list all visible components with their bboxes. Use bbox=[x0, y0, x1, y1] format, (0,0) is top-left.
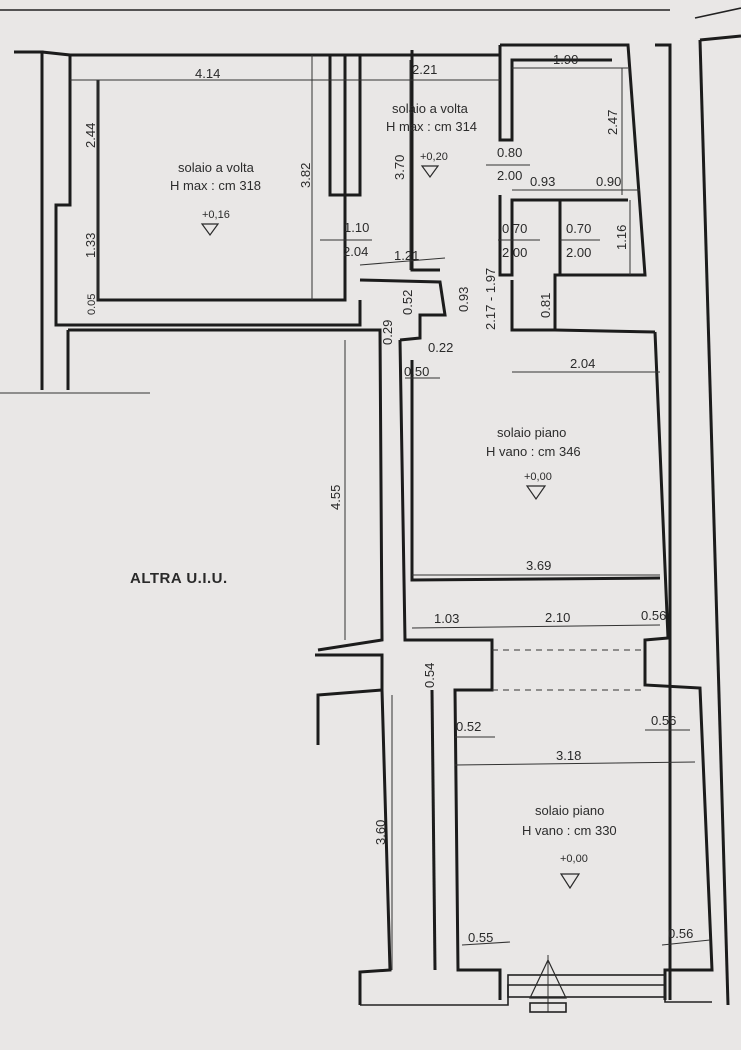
dim-247: 2.47 bbox=[605, 110, 620, 135]
other-unit-top-wall bbox=[68, 328, 384, 652]
dim-056c: 0.56 bbox=[668, 926, 693, 941]
far-right-wall bbox=[699, 34, 741, 42]
dim-370: 3.70 bbox=[392, 155, 407, 180]
room-1: solaio a volta H max : cm 318 +0,16 bbox=[170, 160, 261, 237]
room4-level: +0,00 bbox=[560, 853, 588, 865]
room2-right-wall bbox=[498, 45, 612, 142]
dim-070b: 0.70 bbox=[566, 221, 591, 236]
room2-walls bbox=[345, 53, 362, 197]
entrance-arrow-icon bbox=[529, 955, 567, 1013]
dim-070a: 0.70 bbox=[502, 221, 527, 236]
dim-103: 1.03 bbox=[434, 611, 459, 626]
right-building-edge bbox=[694, 7, 741, 19]
room-2: solaio a volta H max : cm 314 +0,20 bbox=[386, 101, 477, 179]
room3-height: H vano : cm 346 bbox=[486, 444, 581, 459]
dim-190: 1.90 bbox=[553, 52, 578, 67]
dim-093b: 0.93 bbox=[456, 287, 471, 312]
room1-level: +0,16 bbox=[202, 209, 230, 221]
room-3: solaio piano H vano : cm 346 +0,00 bbox=[486, 425, 581, 501]
dim-200c: 2.00 bbox=[566, 245, 591, 260]
dim-090: 0.90 bbox=[596, 174, 621, 189]
room1-right-pier bbox=[328, 55, 345, 197]
dim-318: 3.18 bbox=[556, 748, 581, 763]
dim-204a: 2.04 bbox=[343, 244, 368, 259]
room2-height: H max : cm 314 bbox=[386, 119, 477, 134]
corridor-left-wall bbox=[359, 278, 447, 342]
far-right-wall-2 bbox=[698, 39, 730, 1006]
level-marker-icon bbox=[525, 485, 547, 501]
room3-inner-frame bbox=[410, 360, 661, 582]
room1-height: H max : cm 318 bbox=[170, 178, 261, 193]
dim-204b: 2.04 bbox=[570, 356, 595, 371]
dim-005: 0.05 bbox=[86, 294, 98, 315]
dim-110: 1.10 bbox=[344, 220, 369, 235]
dim-200a: 2.00 bbox=[497, 168, 522, 183]
dim-056b: 0.56 bbox=[651, 713, 676, 728]
dim-029: 0.29 bbox=[380, 320, 395, 345]
walls bbox=[0, 34, 741, 1006]
room1-title: solaio a volta bbox=[178, 160, 255, 175]
dim-055: 0.55 bbox=[468, 930, 493, 945]
dim-116: 1.16 bbox=[614, 225, 629, 250]
other-unit-label: ALTRA U.I.U. bbox=[130, 570, 228, 587]
room2-top-wall bbox=[360, 45, 502, 57]
dim-369: 3.69 bbox=[526, 558, 551, 573]
bottom-sill bbox=[360, 984, 712, 1006]
room4-title: solaio piano bbox=[535, 803, 604, 818]
dim-414: 4.14 bbox=[195, 66, 220, 81]
dim-081: 0.81 bbox=[538, 293, 553, 318]
room2-level: +0,20 bbox=[420, 151, 448, 163]
level-marker-icon bbox=[420, 165, 440, 179]
room3-level: +0,00 bbox=[524, 471, 552, 483]
room3-right-wall bbox=[643, 331, 714, 1000]
top-right-wall bbox=[500, 43, 647, 332]
dim-217: 2.17 - 1.97 bbox=[483, 268, 498, 330]
dim-210: 2.10 bbox=[545, 610, 570, 625]
dim-244: 2.44 bbox=[83, 123, 98, 148]
room2-title: solaio a volta bbox=[392, 101, 469, 116]
level-marker-icon bbox=[200, 223, 220, 237]
dim-052b: 0.52 bbox=[456, 719, 481, 734]
dimension-labels: 4.14 2.21 1.90 2.44 3.82 1.33 0.05 3.70 … bbox=[83, 52, 693, 945]
dim-455: 4.55 bbox=[328, 485, 343, 510]
dim-093a: 0.93 bbox=[530, 174, 555, 189]
right-building-wall bbox=[655, 43, 672, 1000]
door-threshold bbox=[507, 974, 666, 998]
lower-left-wall-inner bbox=[430, 689, 437, 971]
closet-walls bbox=[498, 195, 628, 277]
other-unit-inner-wall bbox=[315, 653, 384, 745]
level-marker-icon bbox=[559, 873, 581, 890]
room3-left-wall bbox=[398, 339, 502, 1000]
room4-height: H vano : cm 330 bbox=[522, 823, 617, 838]
room3-top-wall bbox=[554, 328, 656, 334]
left-outer-wall bbox=[14, 50, 44, 390]
dimension-lines bbox=[70, 55, 711, 970]
dim-022: 0.22 bbox=[428, 340, 453, 355]
dim-056a: 0.56 bbox=[641, 608, 666, 623]
lower-left-wall bbox=[358, 689, 392, 1005]
stair-top-wall bbox=[410, 50, 440, 272]
dim-133: 1.33 bbox=[83, 233, 98, 258]
room-4: solaio piano H vano : cm 330 +0,00 bbox=[522, 803, 617, 890]
dim-200b: 2.00 bbox=[502, 245, 527, 260]
dim-050: 0.50 bbox=[404, 364, 429, 379]
dim-121: 1.21 bbox=[394, 248, 419, 263]
room3-title: solaio piano bbox=[497, 425, 566, 440]
dim-080: 0.80 bbox=[497, 145, 522, 160]
dim-221: 2.21 bbox=[412, 62, 437, 77]
dim-360: 3.60 bbox=[373, 820, 388, 845]
dim-054: 0.54 bbox=[422, 663, 437, 688]
dim-382: 3.82 bbox=[298, 163, 313, 188]
dim-052: 0.52 bbox=[400, 290, 415, 315]
